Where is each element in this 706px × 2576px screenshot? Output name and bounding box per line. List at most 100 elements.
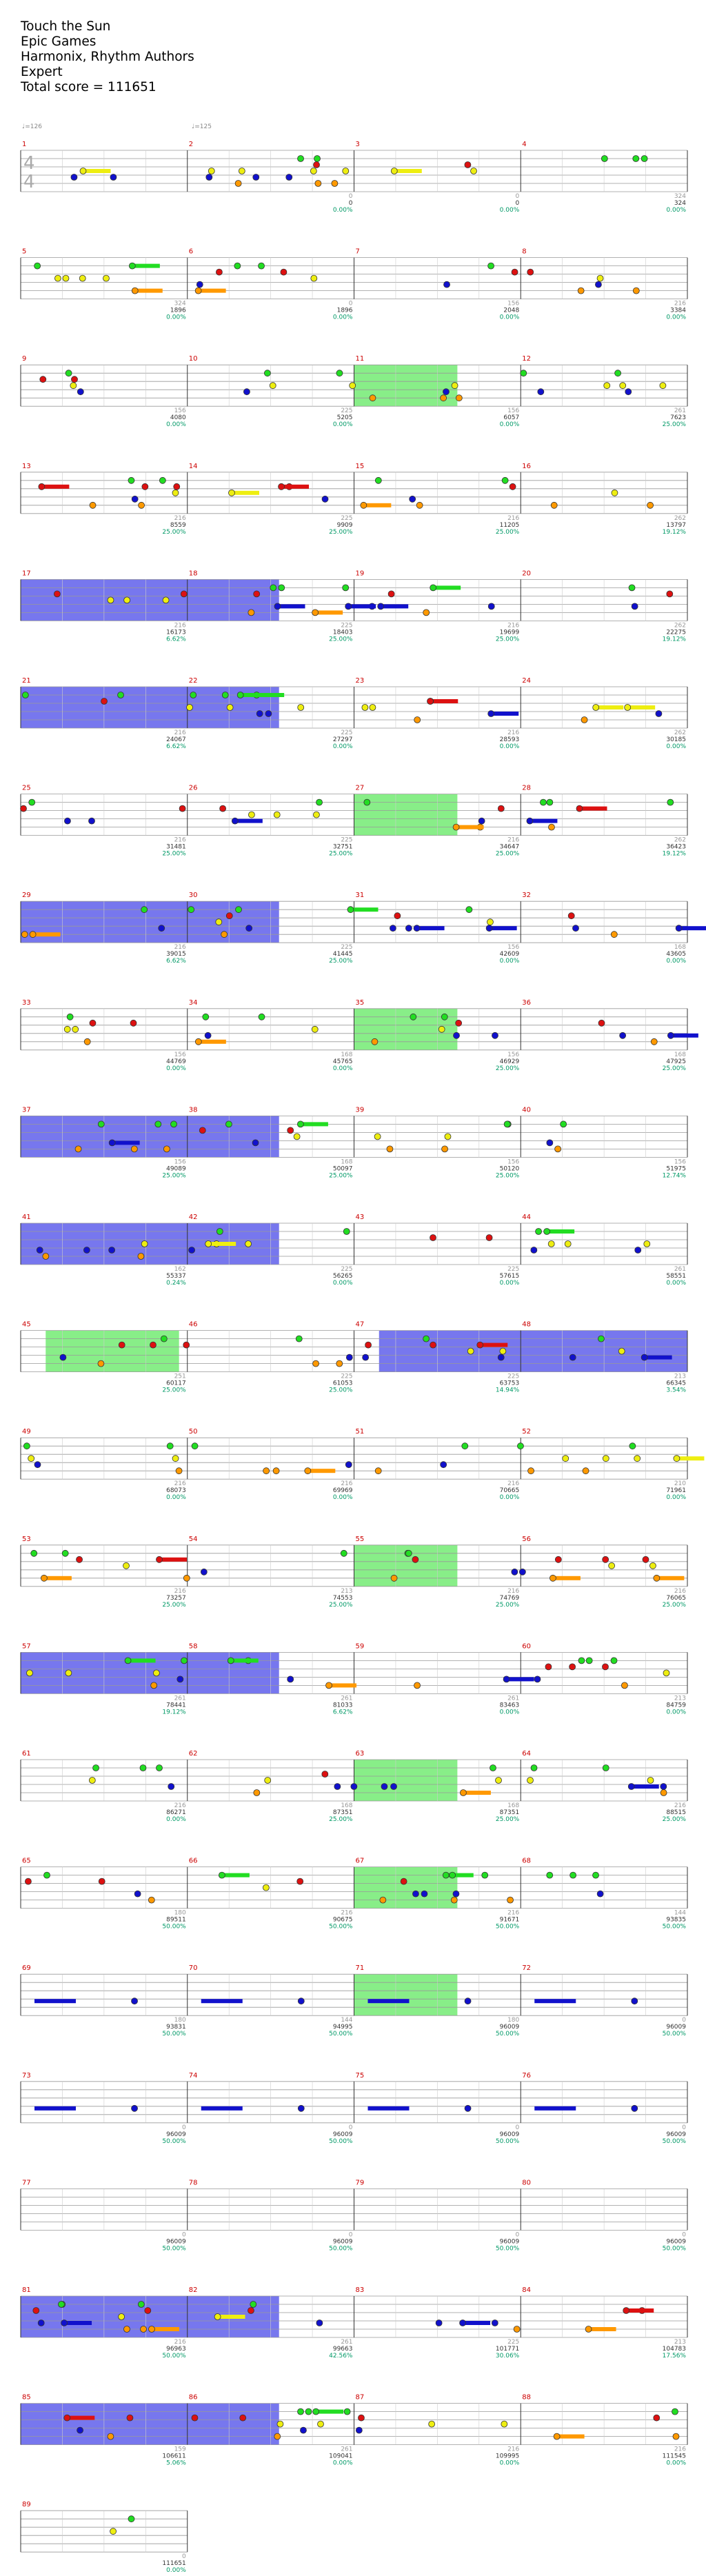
note-gem: [162, 596, 170, 604]
measure-score: 88515: [666, 1809, 686, 1816]
streak-value: 216: [674, 301, 686, 308]
overdrive-percent: 17.56%: [663, 2353, 687, 2359]
measure-number: 66: [189, 1858, 198, 1865]
measure-score: 3384: [670, 308, 686, 314]
measure-number: 22: [189, 677, 198, 685]
overdrive-phrase: [21, 1116, 279, 1158]
measure-score: 39015: [166, 951, 186, 958]
measure-score: 96009: [166, 2131, 186, 2138]
measure-score: 0: [516, 200, 520, 207]
streak-value: 216: [507, 1480, 519, 1487]
note-gem: [191, 2414, 199, 2422]
note-gem: [485, 925, 493, 932]
overdrive-percent: 0.00%: [333, 1280, 353, 1287]
note-gem: [316, 798, 323, 806]
measure-score: 6057: [503, 414, 519, 421]
measure-score: 71961: [666, 1487, 686, 1494]
streak-value: 0: [182, 2553, 186, 2560]
note-gem: [487, 710, 495, 717]
note-gem: [632, 287, 640, 294]
sustain-note: [132, 263, 160, 268]
note-gem: [673, 1455, 680, 1462]
sustain-note: [430, 699, 458, 703]
note-gem: [452, 823, 460, 831]
measure-score: 1896: [337, 308, 353, 314]
note-gem: [76, 1556, 83, 1563]
note-gem: [598, 1335, 605, 1342]
measure-number: 64: [522, 1750, 531, 1758]
note-gem: [501, 2420, 508, 2428]
overdrive-percent: 25.00%: [162, 1387, 186, 1394]
note-gem: [363, 798, 371, 806]
note-gem: [131, 495, 139, 503]
starpower-phrase: [354, 1974, 458, 2016]
note-gem: [444, 1133, 452, 1140]
note-gem: [32, 2307, 40, 2314]
measure-number: 65: [22, 1858, 31, 1865]
note-gem: [263, 1884, 270, 1891]
note-gem: [204, 1032, 212, 1039]
note-gem: [442, 1871, 450, 1879]
measure-score: 45765: [333, 1058, 353, 1065]
measure-score: 96009: [500, 2024, 520, 2031]
note-gem: [183, 1341, 190, 1349]
note-gem: [191, 1442, 199, 1450]
sustain-note: [491, 712, 519, 716]
note-gem: [416, 501, 423, 509]
streak-value: 216: [674, 1802, 686, 1809]
sustain-note: [644, 1355, 672, 1360]
note-gem: [144, 2307, 152, 2314]
note-gem: [253, 1789, 261, 1796]
note-gem: [252, 174, 260, 181]
sustain-note: [656, 1576, 685, 1580]
note-gem: [34, 1461, 41, 1469]
overdrive-percent: 25.00%: [329, 636, 353, 643]
note-gem: [234, 180, 242, 187]
note-gem: [316, 2320, 323, 2326]
streak-value: 225: [341, 407, 352, 414]
note-gem: [543, 1228, 551, 1235]
note-gem: [360, 501, 367, 509]
note-gem: [511, 1568, 518, 1576]
streak-value: 156: [174, 407, 186, 414]
note-gem: [350, 1783, 358, 1790]
note-gem: [647, 1777, 654, 1784]
note-gem: [74, 1145, 82, 1153]
note-gem: [497, 805, 505, 812]
note-gem: [530, 1764, 538, 1771]
sustain-note: [112, 1140, 140, 1145]
measure-number: 10: [189, 355, 198, 363]
measure-score: 19699: [500, 629, 520, 636]
streak-value: 216: [507, 1910, 519, 1917]
note-gem: [118, 1341, 125, 1349]
streak-value: 168: [507, 1802, 519, 1809]
overdrive-phrase: [379, 1330, 687, 1372]
measure-number: 53: [22, 1536, 31, 1543]
note-gem: [287, 1127, 294, 1134]
measure-number: 84: [522, 2286, 531, 2294]
note-gem: [455, 394, 463, 402]
note-gem: [614, 370, 622, 377]
note-gem: [412, 1556, 419, 1563]
note-gem: [379, 1896, 387, 1904]
note-gem: [194, 1038, 202, 1045]
streak-value: 216: [507, 622, 519, 629]
note-gem: [438, 1025, 445, 1033]
note-gem: [546, 1871, 554, 1879]
note-gem: [460, 1789, 467, 1796]
sustain-note: [307, 1469, 336, 1473]
streak-value: 225: [341, 944, 352, 951]
measure-number: 43: [356, 1214, 365, 1221]
streak-value: 225: [341, 1266, 352, 1273]
streak-value: 261: [674, 1266, 686, 1273]
streak-value: 0: [682, 2231, 686, 2238]
measure-number: 6: [189, 248, 193, 256]
note-gem: [390, 168, 398, 174]
measure-score: 60117: [166, 1380, 186, 1387]
note-gem: [62, 274, 70, 282]
note-gem: [653, 2414, 660, 2422]
note-gem: [29, 931, 37, 938]
measure-number: 38: [189, 1106, 198, 1114]
note-gem: [340, 1549, 347, 1557]
